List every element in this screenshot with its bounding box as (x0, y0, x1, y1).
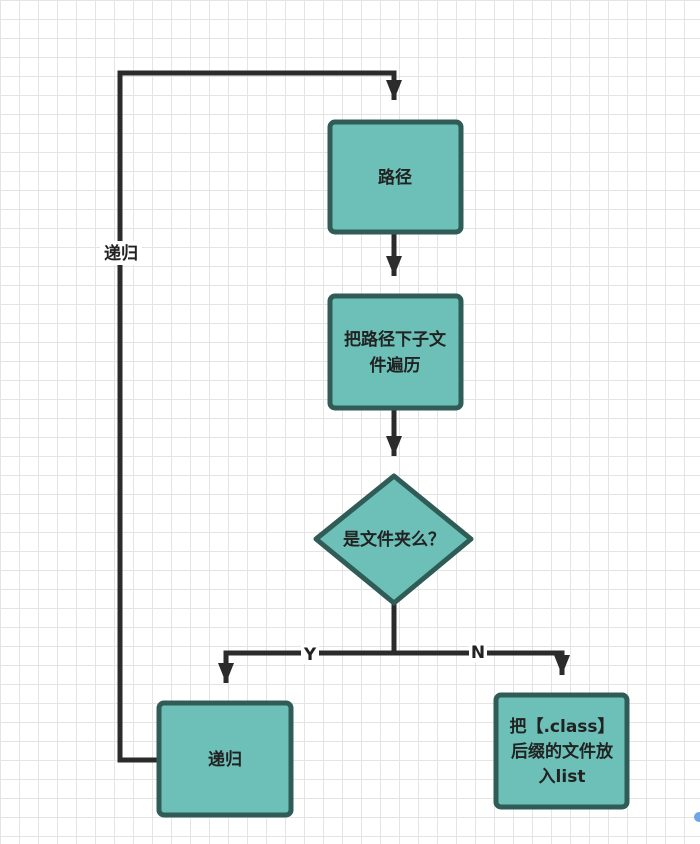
node-traverse-shape (327, 293, 464, 411)
node-traverse[interactable]: 把路径下子文 件遍历 (327, 293, 464, 411)
connection-handle-icon (694, 812, 700, 822)
edge-no-branch (394, 650, 570, 675)
node-recurse[interactable]: 递归 (156, 700, 294, 818)
node-is-folder[interactable]: 是文件夹么？ (313, 473, 474, 606)
node-recurse-label: 递归 (208, 749, 242, 770)
node-traverse-label-line-1: 把路径下子文 (344, 329, 447, 350)
node-collect-label-line-3: 入list (539, 767, 586, 787)
edge-recurse-loop (117, 70, 402, 763)
edge-label-recurse: 递归 (100, 241, 142, 265)
node-is-folder-label: 是文件夹么？ (343, 529, 445, 550)
node-is-folder-shape (313, 473, 474, 606)
node-collect-label-line-2: 后缀的文件放 (511, 741, 614, 762)
edge-label-no: N (469, 642, 487, 663)
node-path[interactable]: 路径 (327, 119, 464, 235)
edge-yes-branch (218, 603, 397, 683)
node-path-shape (327, 119, 464, 235)
edge-label-recurse-text: 递归 (104, 243, 138, 264)
edge-label-yes: Y (301, 644, 319, 665)
node-collect-label-line-1: 把【.class】 (509, 716, 614, 737)
node-path-label: 路径 (378, 167, 412, 188)
edge-label-yes-text: Y (303, 645, 317, 665)
node-collect[interactable]: 把【.class】 后缀的文件放 入list (493, 692, 630, 810)
node-recurse-shape (156, 700, 294, 818)
node-collect-shape (493, 692, 630, 810)
edge-label-no-text: N (471, 643, 485, 663)
node-traverse-label-line-2: 件遍历 (370, 355, 421, 376)
